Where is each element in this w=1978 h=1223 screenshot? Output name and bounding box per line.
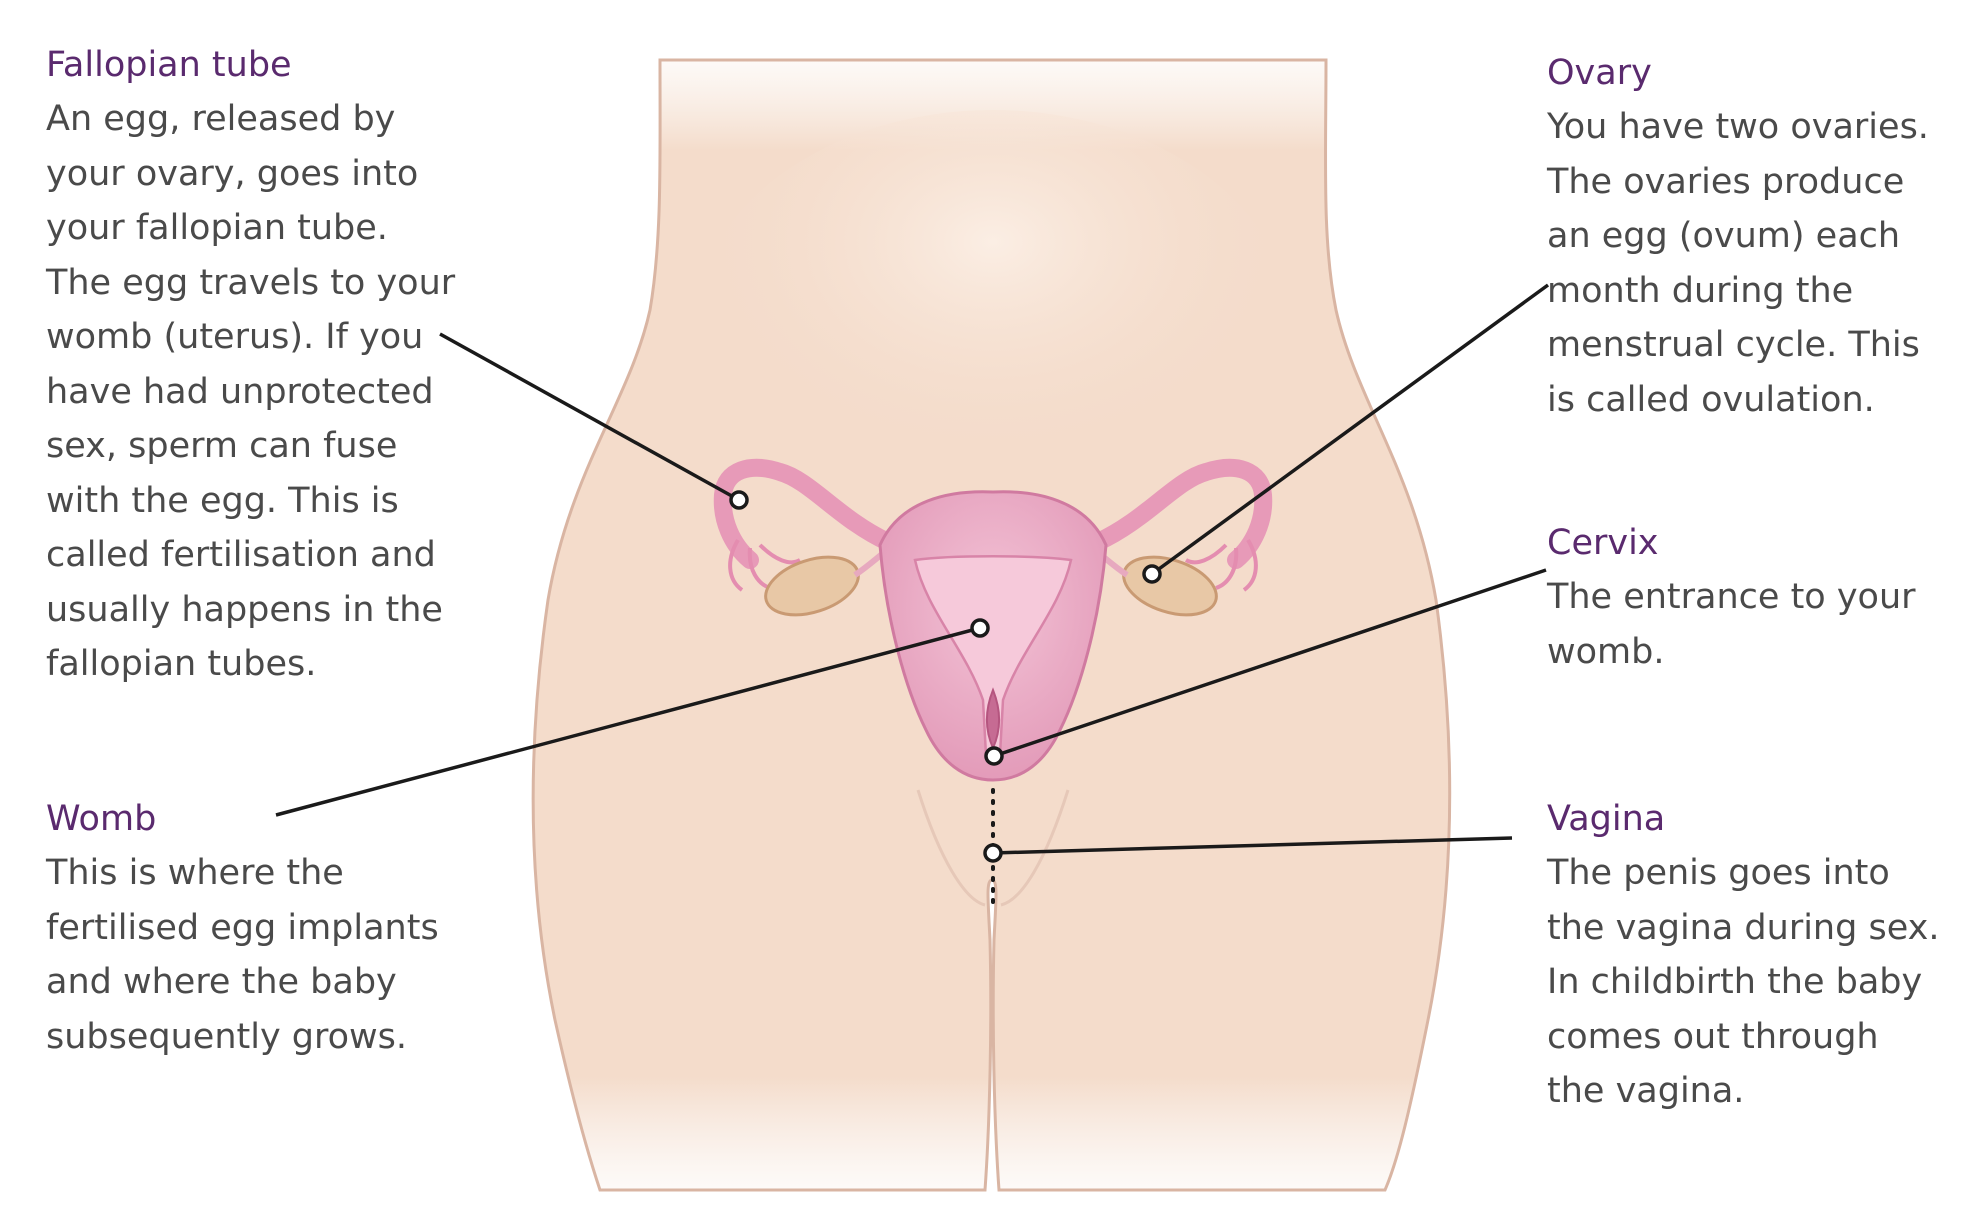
ovary-label: Ovary You have two ovaries. The ovaries … [1547,46,1967,427]
cervix-marker [984,746,1004,766]
womb-title: Womb [46,799,157,839]
vagina-label: Vagina The penis goes into the vagina du… [1547,792,1967,1119]
fallopian-tube-description: An egg, released by your ovary, goes int… [46,99,456,684]
markers [729,490,1162,863]
ovary-leader [1150,283,1550,576]
cervix-label: Cervix The entrance to your womb. [1547,516,1967,679]
vagina-title: Vagina [1547,799,1666,839]
womb-leader [275,626,981,817]
cervix-leader [993,568,1547,758]
womb-marker [970,618,990,638]
vagina-leader [992,836,1513,855]
womb-description: This is where the fertilised egg implant… [46,853,439,1057]
ovary-marker [1142,564,1162,584]
cervix-description: The entrance to your womb. [1547,577,1916,672]
vagina-description: The penis goes into the vagina during se… [1547,853,1940,1111]
fallopian-tube-marker [729,490,749,510]
womb-label: Womb This is where the fertilised egg im… [46,792,486,1064]
left-fallopian-tube [713,458,897,569]
uterus-organs [713,458,1273,782]
leader-lines [275,283,1550,855]
fallopian-tube-leader [439,332,740,502]
fallopian-tube-label: Fallopian tube An egg, released by your … [46,38,486,692]
ovary-description: You have two ovaries. The ovaries produc… [1547,107,1929,420]
ovary-title: Ovary [1547,53,1652,93]
vagina-marker [983,843,1003,863]
fallopian-tube-title: Fallopian tube [46,45,292,85]
cervix-title: Cervix [1547,523,1659,563]
right-fallopian-tube [1089,458,1273,569]
